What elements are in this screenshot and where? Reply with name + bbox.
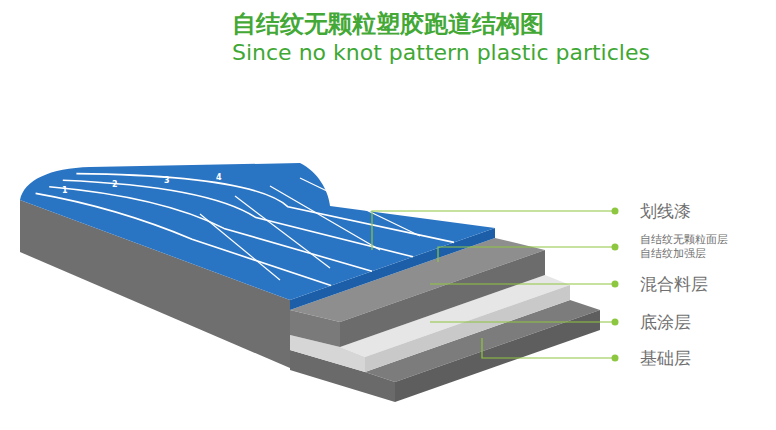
- lane-number: 3: [164, 176, 170, 185]
- lane-number: 2: [112, 180, 118, 189]
- track-surface: [20, 163, 495, 300]
- start-line: [235, 196, 330, 268]
- start-line: [200, 214, 280, 280]
- layer-label: 混合料层: [640, 273, 708, 296]
- leader-dots: [612, 208, 619, 362]
- lane-number: 4: [216, 173, 222, 182]
- lane-line: [76, 174, 454, 243]
- start-line: [300, 178, 420, 236]
- title: 自结纹无颗粒塑胶跑道结构图: [0, 8, 776, 40]
- layer-label: 划线漆: [640, 200, 691, 223]
- lane-line: [36, 193, 331, 285]
- lane-number: 1: [62, 186, 68, 195]
- start-line: [270, 186, 380, 250]
- mixture-front: [290, 310, 340, 347]
- layer-label: 自结纹加强层: [640, 247, 706, 260]
- layer-label: 基础层: [640, 347, 691, 370]
- lane-lines: [36, 174, 454, 286]
- leader-lines: [372, 211, 612, 358]
- subtitle: Since no knot pattern plastic particles: [232, 40, 650, 65]
- layer-label: 底涂层: [640, 311, 691, 334]
- layer-label: 自结纹无颗粒面层: [640, 233, 728, 246]
